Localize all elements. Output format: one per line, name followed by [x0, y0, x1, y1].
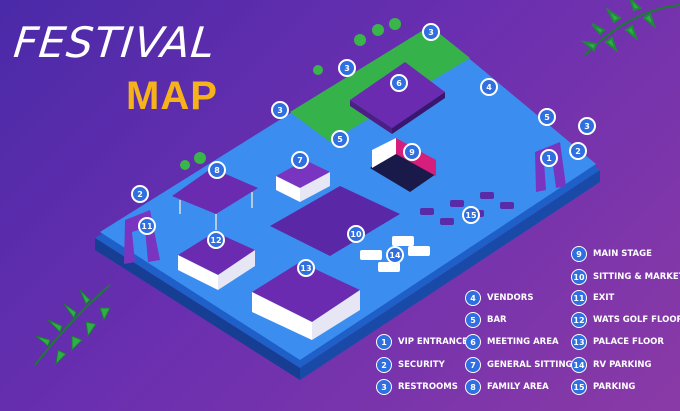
- legend-label: EXIT: [593, 293, 615, 303]
- legend-item: 14 RV PARKING: [571, 356, 652, 374]
- legend-label: MAIN STAGE: [593, 249, 652, 259]
- tree-group: [180, 18, 401, 170]
- legend-number-badge: 3: [376, 379, 392, 395]
- legend-number-badge: 10: [571, 269, 587, 285]
- general-sitting-building: [276, 160, 330, 202]
- legend-item: 6 MEETING AREA: [465, 333, 559, 351]
- palace-floor-building: [252, 262, 360, 340]
- map-marker[interactable]: 2: [131, 185, 149, 203]
- legend-number-badge: 4: [465, 290, 481, 306]
- legend-label: VENDORS: [487, 293, 534, 303]
- legend-label: SITTING & MARKET: [593, 272, 680, 282]
- map-marker[interactable]: 12: [207, 231, 225, 249]
- map-marker[interactable]: 11: [138, 217, 156, 235]
- map-marker[interactable]: 6: [390, 74, 408, 92]
- family-area-tent: [172, 168, 258, 230]
- legend-item: 12 WATS GOLF FLOOR: [571, 311, 680, 329]
- legend-item: 3 RESTROOMS: [376, 378, 458, 396]
- map-marker[interactable]: 5: [331, 130, 349, 148]
- legend-item: 8 FAMILY AREA: [465, 378, 549, 396]
- meeting-area-tent: [350, 62, 445, 134]
- legend-label: GENERAL SITTING: [487, 360, 573, 370]
- legend-label: WATS GOLF FLOOR: [593, 315, 680, 325]
- legend-label: FAMILY AREA: [487, 382, 549, 392]
- legend-number-badge: 5: [465, 312, 481, 328]
- legend-item: 4 VENDORS: [465, 289, 533, 307]
- map-marker[interactable]: 3: [338, 59, 356, 77]
- map-marker[interactable]: 3: [271, 101, 289, 119]
- legend-label: BAR: [487, 315, 507, 325]
- map-marker[interactable]: 9: [403, 143, 421, 161]
- legend-number-badge: 13: [571, 334, 587, 350]
- map-marker[interactable]: 15: [462, 206, 480, 224]
- rv-parking: [360, 236, 430, 272]
- legend-label: MEETING AREA: [487, 337, 559, 347]
- map-marker[interactable]: 3: [578, 117, 596, 135]
- legend-item: 10 SITTING & MARKET: [571, 268, 680, 286]
- legend-number-badge: 6: [465, 334, 481, 350]
- legend-item: 2 SECURITY: [376, 356, 445, 374]
- legend-number-badge: 15: [571, 379, 587, 395]
- map-marker[interactable]: 14: [386, 246, 404, 264]
- map-marker[interactable]: 4: [480, 78, 498, 96]
- legend-number-badge: 7: [465, 357, 481, 373]
- map-title-line1: FESTIVAL: [11, 18, 218, 67]
- legend-number-badge: 9: [571, 246, 587, 262]
- legend-number-badge: 11: [571, 290, 587, 306]
- legend-item: 11 EXIT: [571, 289, 614, 307]
- palm-leaf-bottom-left: [34, 284, 111, 366]
- legend-label: VIP ENTRANCE: [398, 337, 468, 347]
- legend-item: 7 GENERAL SITTING: [465, 356, 573, 374]
- palm-leaf-top-right: [580, 0, 680, 56]
- legend-label: PALACE FLOOR: [593, 337, 664, 347]
- legend-item: 1 VIP ENTRANCE: [376, 333, 468, 351]
- legend-number-badge: 1: [376, 334, 392, 350]
- map-marker[interactable]: 13: [297, 259, 315, 277]
- legend-label: RESTROOMS: [398, 382, 458, 392]
- legend-number-badge: 12: [571, 312, 587, 328]
- wats-golf-floor-building: [178, 232, 255, 290]
- map-marker[interactable]: 7: [291, 151, 309, 169]
- map-marker[interactable]: 1: [540, 149, 558, 167]
- legend-label: SECURITY: [398, 360, 445, 370]
- legend-label: PARKING: [593, 382, 636, 392]
- legend-item: 5 BAR: [465, 311, 507, 329]
- legend-item: 15 PARKING: [571, 378, 635, 396]
- legend-number-badge: 14: [571, 357, 587, 373]
- map-marker[interactable]: 2: [569, 142, 587, 160]
- legend-label: RV PARKING: [593, 360, 652, 370]
- sitting-market-area: [270, 186, 400, 256]
- map-marker[interactable]: 5: [538, 108, 556, 126]
- legend-number-badge: 8: [465, 379, 481, 395]
- map-title-line2: MAP: [126, 74, 218, 118]
- legend-item: 9 MAIN STAGE: [571, 245, 652, 263]
- map-marker[interactable]: 3: [422, 23, 440, 41]
- legend-item: 13 PALACE FLOOR: [571, 333, 664, 351]
- map-marker[interactable]: 8: [208, 161, 226, 179]
- legend-number-badge: 2: [376, 357, 392, 373]
- map-marker[interactable]: 10: [347, 225, 365, 243]
